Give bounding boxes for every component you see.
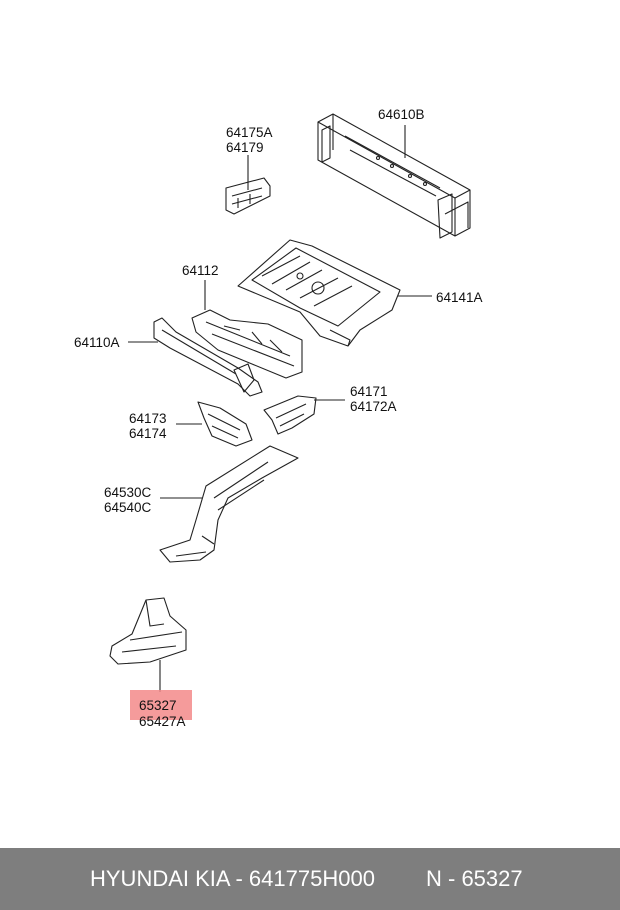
- label-64530C: 64530C: [104, 485, 152, 500]
- label-64110A: 64110A: [74, 335, 120, 350]
- part-64112-panel: [191, 309, 303, 379]
- parts-diagram: [109, 113, 471, 692]
- footer-number: N - 65327: [426, 866, 523, 891]
- part-64110A-member: [153, 317, 263, 397]
- highlight-box: [130, 690, 192, 720]
- part-64141A-rear-floor: [237, 239, 401, 347]
- part-65327-reinforcement: [109, 597, 187, 665]
- label-64171: 64171: [350, 384, 388, 399]
- label-64540C: 64540C: [104, 500, 152, 515]
- label-64141A: 64141A: [436, 290, 483, 305]
- label-64112: 64112: [182, 263, 219, 278]
- label-64173: 64173: [129, 411, 167, 426]
- label-65427A: 65427A: [139, 714, 186, 729]
- part-64530C-side-member: [159, 445, 299, 563]
- label-64179: 64179: [226, 140, 264, 155]
- part-64610B-crossmember: [317, 113, 471, 239]
- part-64171-bracket: [263, 395, 317, 435]
- label-64172A: 64172A: [350, 399, 397, 414]
- footer-bar: HYUNDAI KIA - 641775H000 N - 65327: [0, 848, 620, 910]
- part-64173-bracket: [197, 401, 253, 447]
- footer-part-info: HYUNDAI KIA - 641775H000: [90, 866, 375, 891]
- label-64610B: 64610B: [378, 107, 425, 122]
- label-64174: 64174: [129, 426, 167, 441]
- label-64175A: 64175A: [226, 125, 273, 140]
- part-64175A-bracket: [225, 177, 271, 215]
- label-65327: 65327: [139, 698, 177, 713]
